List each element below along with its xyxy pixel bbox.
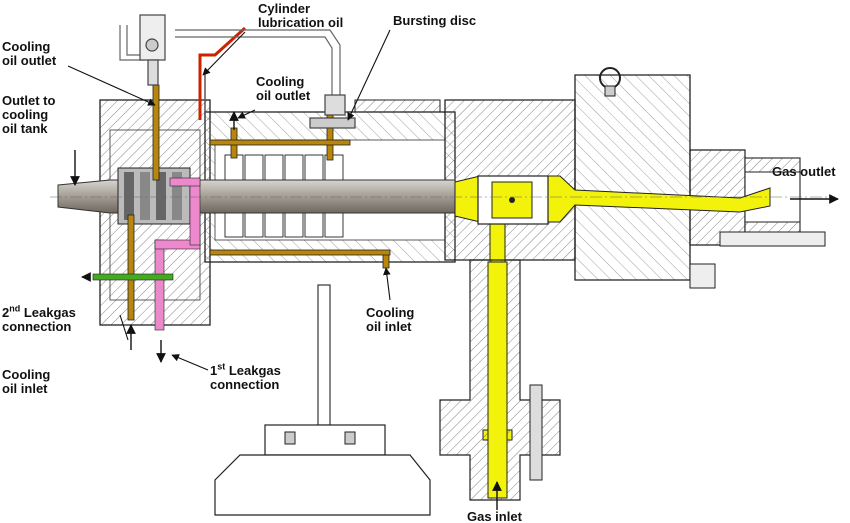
- flow-arrows: [70, 111, 839, 510]
- cooling-oil-lines: [127, 84, 391, 321]
- label-leakgas-1: 1st Leakgas connection: [210, 361, 281, 392]
- label-cooling-oil-outlet-mid: Cooling oil outlet: [256, 74, 311, 103]
- support-pedestal: [214, 284, 431, 516]
- gas-inlet-housing: [439, 259, 561, 501]
- label-cylinder-lubrication-oil: Cylinder lubrication oil: [258, 1, 344, 30]
- top-piping: [119, 14, 356, 129]
- leakgas-lines: [92, 177, 201, 331]
- leader-lines: [67, 29, 391, 371]
- label-gas-outlet: Gas outlet: [772, 164, 836, 179]
- label-gas-inlet: Gas inlet: [467, 509, 522, 523]
- label-bursting-disc: Bursting disc: [393, 13, 477, 28]
- lubrication-oil-line: [198, 26, 247, 120]
- label-outlet-to-cooling-tank: Outlet to cooling oil tank: [2, 93, 56, 136]
- label-leakgas-2: 2nd Leakgas connection: [2, 303, 76, 334]
- label-cooling-oil-inlet-mid: Cooling oil inlet: [366, 305, 415, 334]
- label-cooling-oil-inlet-left: Cooling oil inlet: [2, 367, 51, 396]
- gas-valve: [477, 175, 549, 225]
- label-cooling-oil-outlet-left: Cooling oil outlet: [2, 39, 57, 68]
